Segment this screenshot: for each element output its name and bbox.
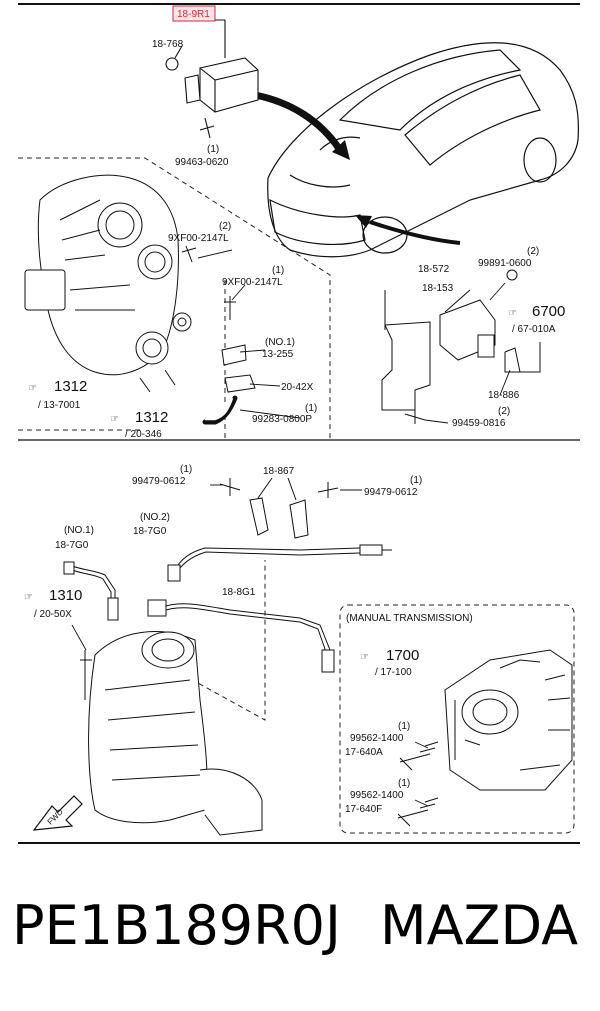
label-13-255[interactable]: 13-255 — [262, 349, 294, 360]
label-9xf00-2147l-b[interactable]: 9XF00-2147L — [222, 277, 283, 288]
sensor-wires-illustration — [63, 477, 392, 673]
label-no1-b: (NO.1) — [64, 525, 94, 536]
ref-1312b[interactable]: 1312 — [135, 409, 168, 426]
label-no2: (NO.2) — [140, 512, 170, 523]
label-99562-1400-a[interactable]: 99562-1400 — [350, 733, 404, 744]
catalytic-converter-illustration — [80, 631, 263, 836]
ref-arrow-icon-1312a: ☞ — [28, 383, 37, 394]
ref-arrow-icon-1700: ☞ — [360, 652, 369, 663]
part-caption: PE1B189R0J MAZDA — [0, 888, 600, 978]
ref-13-7001[interactable]: / 13-7001 — [38, 400, 81, 411]
manual-transmission-heading: (MANUAL TRANSMISSION) — [346, 613, 473, 624]
label-18-8g1[interactable]: 18-8G1 — [222, 587, 256, 598]
small-parts-illustration — [181, 245, 256, 425]
qty-99891: (2) — [527, 246, 539, 257]
turbo-assembly-illustration — [24, 174, 192, 393]
location-arrows — [254, 91, 461, 245]
vehicle-illustration — [267, 42, 580, 258]
label-18-768[interactable]: 18-768 — [152, 39, 184, 50]
ref-17-100[interactable]: / 17-100 — [375, 667, 412, 678]
ref-1700[interactable]: 1700 — [386, 647, 419, 664]
label-99479-0612-a[interactable]: 99479-0612 — [132, 476, 186, 487]
ref-20-346[interactable]: / 20-346 — [125, 429, 162, 440]
label-17-640a[interactable]: 17-640A — [345, 747, 383, 758]
ref-1310[interactable]: 1310 — [49, 587, 82, 604]
qty-99479b: (1) — [410, 475, 422, 486]
label-17-640f[interactable]: 17-640F — [345, 804, 382, 815]
ref-arrow-icon-1310: ☞ — [24, 592, 33, 603]
ref-1312a[interactable]: 1312 — [54, 378, 87, 395]
label-9xf00-2147l-a[interactable]: 9XF00-2147L — [168, 233, 229, 244]
airbag-module-bracket-illustration — [381, 269, 541, 424]
label-99283-0800p[interactable]: 99283-0800P — [252, 414, 312, 425]
ref-6700[interactable]: 6700 — [532, 303, 565, 320]
ref-20-50x[interactable]: / 20-50X — [34, 609, 72, 620]
label-99562-1400-b[interactable]: 99562-1400 — [350, 790, 404, 801]
qty-99463: (1) — [207, 144, 219, 155]
ref-arrow-icon-6700: ☞ — [508, 308, 517, 319]
label-99459-0816[interactable]: 99459-0816 — [452, 418, 506, 429]
control-module-illustration — [165, 19, 259, 139]
label-18-572[interactable]: 18-572 — [418, 264, 450, 275]
label-18-867[interactable]: 18-867 — [263, 466, 295, 477]
label-99479-0612-b[interactable]: 99479-0612 — [364, 487, 418, 498]
highlight-box — [172, 5, 216, 22]
qty-9xf-a: (2) — [219, 221, 231, 232]
parts-diagram: 18-9R1 18-768 (1) 99463-0620 (2) 9XF00-2… — [18, 3, 580, 844]
qty-9xf-b: (1) — [272, 265, 284, 276]
label-18-153[interactable]: 18-153 — [422, 283, 454, 294]
ref-arrow-icon-1312b: ☞ — [110, 414, 119, 425]
label-18-886[interactable]: 18-886 — [488, 390, 520, 401]
qty-99562b: (1) — [398, 778, 410, 789]
qty-99562a: (1) — [398, 721, 410, 732]
label-99891-0600[interactable]: 99891-0600 — [478, 258, 532, 269]
label-no1-a: (NO.1) — [265, 337, 295, 348]
qty-99459: (2) — [498, 406, 510, 417]
qty-99479a: (1) — [180, 464, 192, 475]
label-20-42x[interactable]: 20-42X — [281, 382, 314, 393]
leader-lines — [71, 249, 511, 807]
label-18-9r1[interactable]: 18-9R1 — [177, 9, 210, 20]
part-number: PE1B189R0J — [12, 894, 341, 957]
qty-99283: (1) — [305, 403, 317, 414]
brand-name: MAZDA — [380, 894, 579, 957]
label-99463-0620[interactable]: 99463-0620 — [175, 157, 229, 168]
ref-67-010a[interactable]: / 67-010A — [512, 324, 556, 335]
transmission-illustration — [397, 649, 573, 827]
fwd-arrow — [32, 795, 83, 831]
label-18-7g0-a[interactable]: 18-7G0 — [55, 540, 89, 551]
label-18-7g0-b[interactable]: 18-7G0 — [133, 526, 167, 537]
